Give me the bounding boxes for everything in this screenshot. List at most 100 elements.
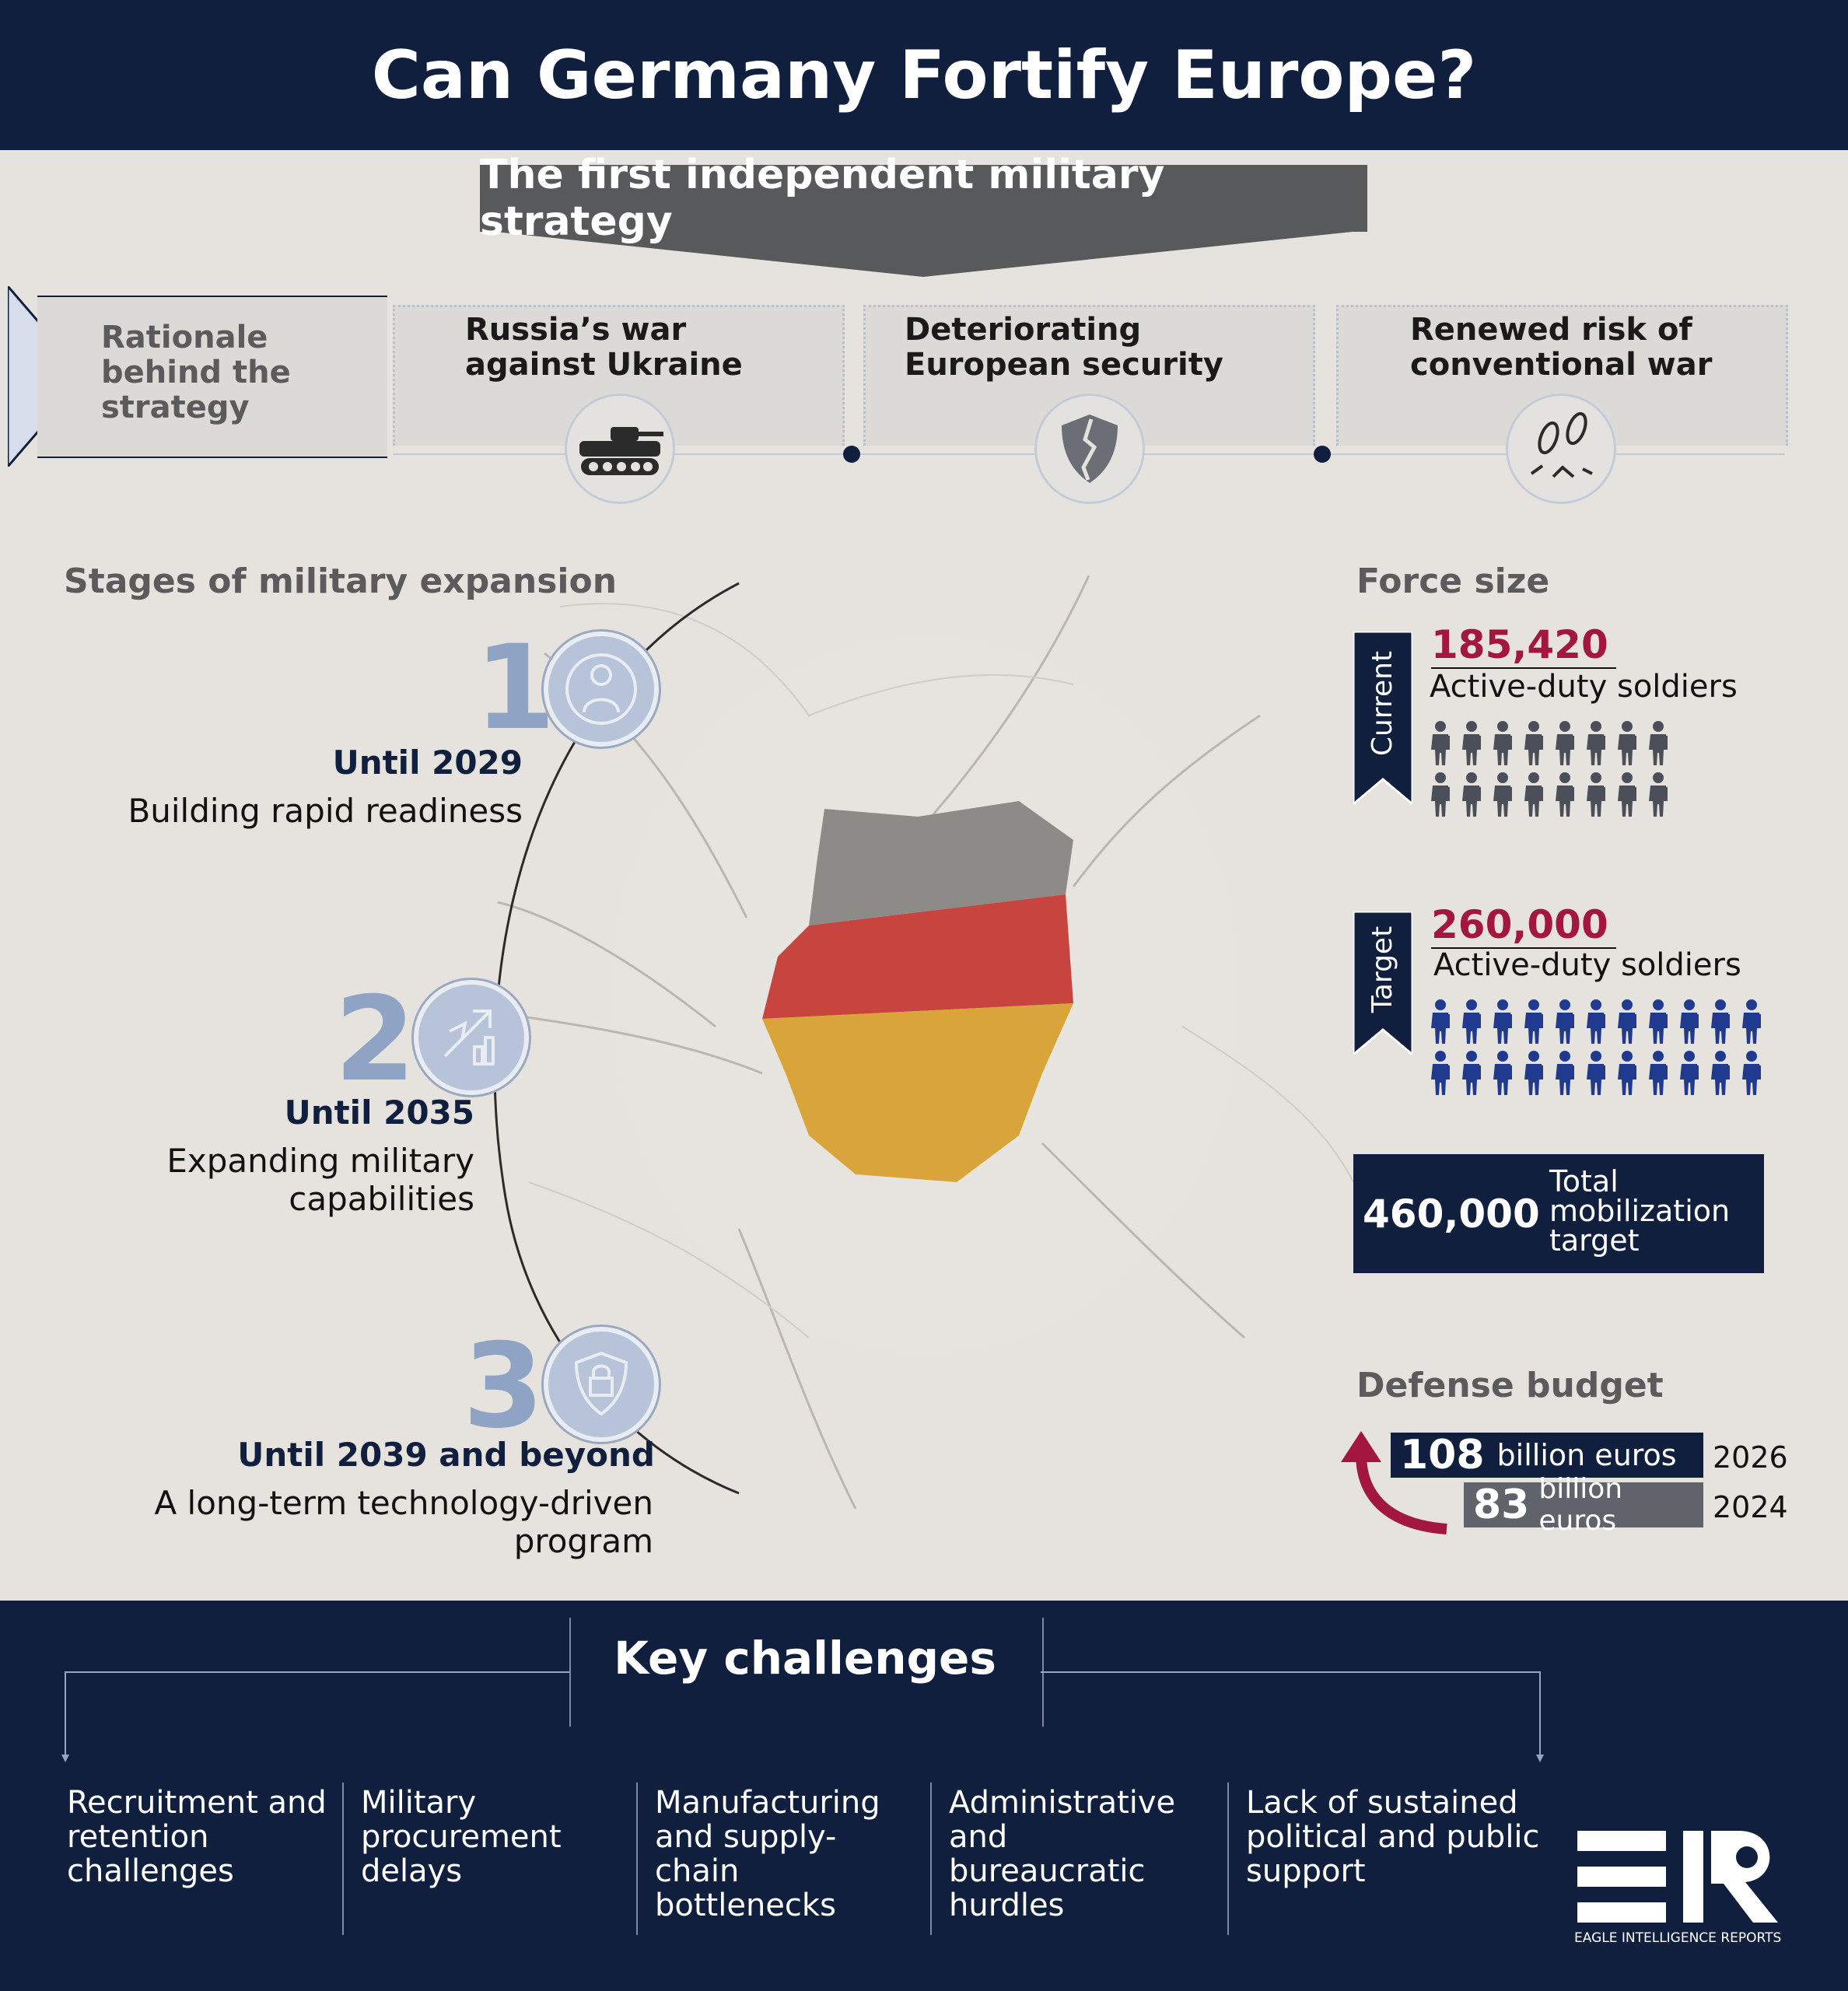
budget-bar-2024: 83 billion euros — [1464, 1473, 1703, 1537]
rationale-label-box — [37, 296, 387, 458]
challenge-item: Recruitment and retention challenges — [67, 1785, 327, 1889]
target-ribbon-label: Target — [1367, 926, 1399, 1013]
target-ribbon — [1353, 912, 1412, 1055]
soldier-icon — [1587, 999, 1605, 1044]
timeline-dot — [1314, 446, 1331, 463]
soldier-icon — [1587, 772, 1605, 817]
soldier-icon — [1493, 999, 1512, 1044]
soldier-icon — [1587, 1051, 1605, 1095]
defense-budget-heading: Defense budget — [1356, 1366, 1664, 1405]
soldier-icon — [1493, 772, 1512, 817]
soldier-icon — [1493, 721, 1512, 765]
budget-unit: billion euros — [1538, 1473, 1623, 1537]
stage-number: 2 — [334, 972, 416, 1107]
falling-bombs-icon — [1506, 394, 1616, 504]
soldier-icon — [1462, 999, 1481, 1044]
current-ribbon-label-wrap: Current — [1353, 632, 1412, 775]
total-mobilization-desc: Total mobilization target — [1549, 1164, 1731, 1258]
soldier-icon — [1462, 772, 1481, 817]
challenges-heading: Key challenges — [614, 1632, 996, 1685]
soldier-icon — [1742, 999, 1761, 1044]
soldier-icon — [1618, 1051, 1636, 1095]
stage-desc: Expanding military capabilities — [166, 1142, 474, 1218]
key-challenges-panel — [0, 1601, 1848, 1991]
soldier-icon — [1649, 772, 1668, 817]
rationale-item-3: Renewed risk of conventional war — [1410, 312, 1713, 383]
budget-unit: billion euros — [1496, 1438, 1677, 1472]
total-mobilization-number: 460,000 — [1363, 1191, 1540, 1237]
jet-growth-icon — [414, 980, 529, 1095]
soldier-icon — [1462, 1051, 1481, 1095]
budget-year: 2024 — [1713, 1490, 1788, 1524]
force-size-heading: Force size — [1356, 562, 1550, 601]
subtitle-text: The first independent military strategy — [480, 152, 1165, 245]
soldier-icon — [1618, 999, 1636, 1044]
target-soldier-icons — [1428, 999, 1778, 1097]
subtitle-banner — [480, 165, 1367, 232]
germany-flag-map — [762, 801, 1073, 1182]
cyber-shield-icon — [544, 1327, 659, 1442]
tank-icon — [565, 394, 675, 504]
challenge-divider — [930, 1783, 932, 1935]
stage-number: 1 — [474, 621, 556, 756]
soldier-icon — [1742, 1051, 1761, 1095]
budget-year: 2026 — [1713, 1440, 1788, 1475]
challenges-bracket — [61, 1671, 1544, 1762]
soldier-icon — [1524, 721, 1543, 765]
budget-amount: 108 — [1400, 1432, 1485, 1478]
challenge-divider — [342, 1783, 344, 1935]
budget-bar-2026: 108 billion euros — [1391, 1432, 1703, 1478]
total-mobilization-box — [1353, 1154, 1764, 1273]
soldier-icon — [1556, 772, 1574, 817]
challenge-divider — [1227, 1783, 1229, 1935]
challenge-divider — [636, 1783, 638, 1935]
rationale-item-1: Russia’s war against Ukraine — [465, 312, 743, 383]
soldier-icon — [1711, 999, 1730, 1044]
target-force-desc: Active-duty soldiers — [1433, 947, 1741, 983]
timeline-dot — [843, 446, 860, 463]
soldier-icon — [1556, 1051, 1574, 1095]
soldier-icon — [1618, 721, 1636, 765]
stage-year: Until 2039 and beyond — [237, 1436, 655, 1474]
current-force-number: 185,420 — [1431, 622, 1616, 669]
germany-map-illustration — [482, 498, 1361, 1509]
soldier-icon — [1587, 721, 1605, 765]
challenge-item: Manufacturing and supply-chain bottlenec… — [655, 1785, 880, 1923]
soldier-icon — [1556, 999, 1574, 1044]
target-force-number: 260,000 — [1431, 902, 1616, 949]
rationale-label: Rationale behind the strategy — [101, 320, 291, 425]
challenge-item: Lack of sustained political and public s… — [1246, 1785, 1540, 1889]
challenge-item: Administrative and bureaucratic hurdles — [949, 1785, 1176, 1923]
soldier-icon — [1431, 999, 1450, 1044]
subtitle-arrow — [480, 230, 1367, 277]
soldier-icon — [1462, 721, 1481, 765]
eagle-intelligence-logo — [1577, 1831, 1778, 1923]
current-ribbon-label: Current — [1367, 650, 1399, 757]
logo-caption: EAGLE INTELLIGENCE REPORTS — [1574, 1930, 1782, 1946]
stage-year: Until 2029 — [332, 744, 523, 782]
cracked-shield-icon — [1034, 394, 1145, 504]
soldier-icon — [1524, 772, 1543, 817]
soldier-icon — [1431, 721, 1450, 765]
current-force-desc: Active-duty soldiers — [1430, 669, 1738, 705]
rationale-item-2: Deteriorating European security — [905, 312, 1223, 383]
header-bar — [0, 0, 1848, 150]
challenge-item: Military procurement delays — [361, 1785, 562, 1889]
stage-year: Until 2035 — [284, 1093, 474, 1132]
budget-amount: 83 — [1473, 1482, 1530, 1528]
soldier-icon — [1649, 1051, 1668, 1095]
soldier-icon — [1524, 999, 1543, 1044]
soldier-icon — [1711, 1051, 1730, 1095]
soldier-icon — [1649, 721, 1668, 765]
soldier-icon — [1618, 772, 1636, 817]
soldier-icon — [1556, 721, 1574, 765]
stage-desc: A long-term technology-driven program — [154, 1484, 653, 1560]
stage-desc: Building rapid readiness — [128, 792, 523, 830]
soldier-icon — [1680, 999, 1699, 1044]
target-ribbon-label-wrap: Target — [1353, 912, 1412, 1027]
stage-number: 3 — [463, 1319, 544, 1454]
stages-heading: Stages of military expansion — [64, 562, 618, 601]
budget-growth-arrow — [1341, 1431, 1447, 1534]
current-ribbon — [1353, 632, 1412, 804]
current-soldier-icons — [1428, 720, 1685, 818]
